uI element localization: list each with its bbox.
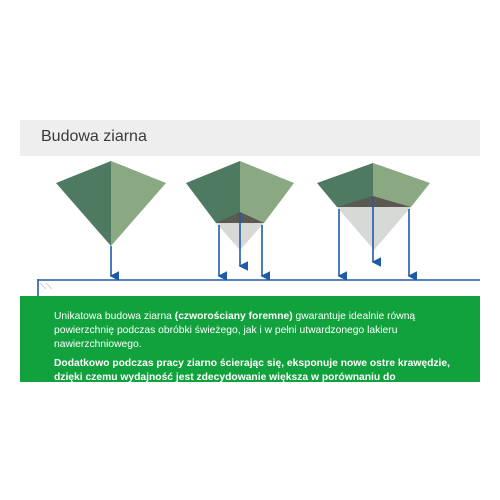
description-box: Unikatowa budowa ziarna (czworościany fo… <box>20 296 480 397</box>
grain-new-left-face <box>56 161 111 246</box>
paragraph-structure: Unikatowa budowa ziarna (czworościany fo… <box>54 311 416 350</box>
diagram-title: Budowa ziarna <box>41 128 147 145</box>
grain-partially-worn <box>186 161 294 250</box>
paragraph-efficiency: Dodatkowo podczas pracy ziarno ścierając… <box>54 358 450 397</box>
title-bar: Budowa ziarna <box>20 120 480 156</box>
grain-worn2-cut-face <box>337 196 411 207</box>
grain-worn2-right-face <box>373 163 430 207</box>
grain-new-right-face <box>111 161 166 246</box>
grain-worn1-right-face <box>240 161 294 223</box>
surface-hatching <box>39 282 53 290</box>
grain-worn1-left-face <box>186 161 240 223</box>
grain-new <box>56 161 166 246</box>
grain-heavily-worn <box>317 163 430 250</box>
contact-arrows <box>109 198 417 281</box>
grain-worn2-shadow <box>337 207 411 250</box>
grain-worn2-left-face <box>317 163 373 207</box>
